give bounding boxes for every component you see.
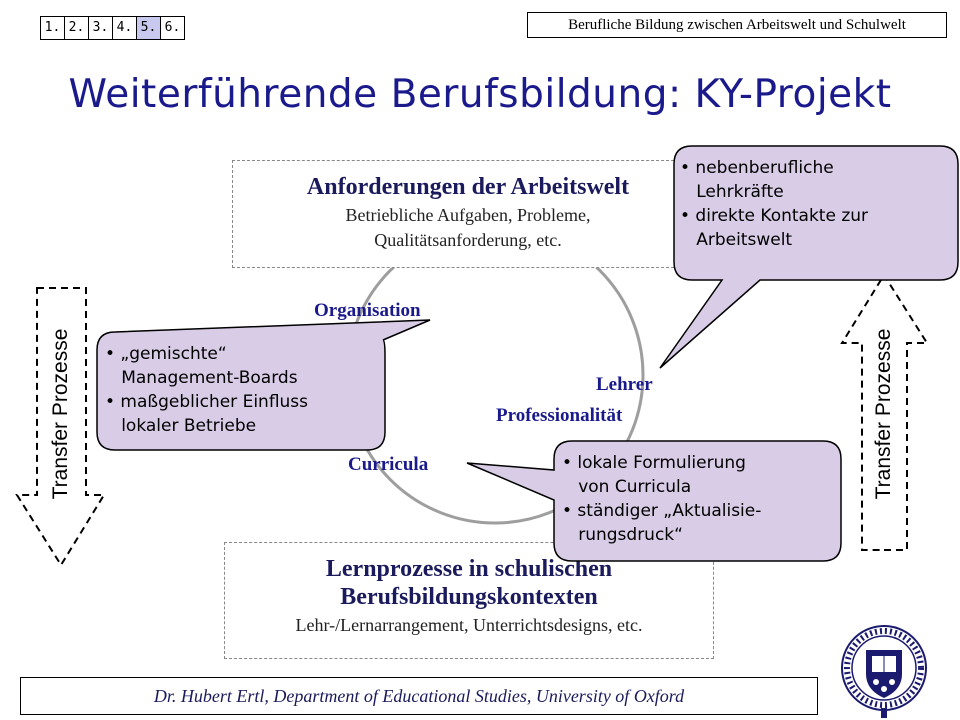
cycle-label-organisation: Organisation bbox=[314, 300, 421, 321]
bubble-right-top: • nebenberufliche Lehrkräfte • direkte K… bbox=[680, 156, 868, 252]
bubble-right-top-line: • direkte Kontakte zur bbox=[680, 206, 869, 226]
bubble-left-line: Management-Boards bbox=[105, 368, 298, 388]
cycle-label-professionalitaet: Professionalität bbox=[496, 405, 623, 426]
bubble-left-shape bbox=[96, 319, 431, 451]
page-title: Weiterführende Berufsbildung: KY-Projekt bbox=[68, 72, 892, 117]
cycle-label-curricula: Curricula bbox=[348, 454, 429, 475]
university-seal-icon bbox=[841, 625, 927, 718]
requirements-line-2: Qualitätsanforderung, etc. bbox=[374, 230, 562, 250]
bubble-left-line: • maßgeblicher Einfluss bbox=[105, 392, 309, 412]
nav-item-6[interactable]: 6. bbox=[164, 20, 181, 35]
transfer-arrow-left bbox=[15, 287, 106, 567]
bubble-left-line: lokaler Betriebe bbox=[105, 416, 257, 436]
bubble-right-top-line: • nebenberufliche bbox=[680, 158, 834, 178]
bubble-right-bottom-shape bbox=[466, 440, 842, 562]
bubble-right-top-line: Lehrkräfte bbox=[680, 182, 784, 202]
footer-credit: Dr. Hubert Ertl, Department of Education… bbox=[20, 677, 818, 715]
bubble-right-bottom-line: rungsdruck“ bbox=[562, 525, 683, 545]
transfer-label-left: Transfer Prozesse bbox=[49, 328, 72, 500]
bubble-right-bottom: • lokale Formulierung von Curricula • st… bbox=[562, 451, 761, 547]
bubble-right-bottom-line: • lokale Formulierung bbox=[562, 453, 746, 473]
requirements-box: Anforderungen der Arbeitswelt Betrieblic… bbox=[232, 160, 704, 268]
requirements-title: Anforderungen der Arbeitswelt bbox=[306, 174, 630, 200]
bubble-right-top-line: Arbeitswelt bbox=[680, 230, 793, 250]
nav-item-1[interactable]: 1. bbox=[41, 17, 65, 39]
nav-item-5[interactable]: 5. bbox=[137, 17, 161, 39]
nav-item-4[interactable]: 4. bbox=[113, 17, 137, 39]
learning-title-2: Berufsbildungskontexten bbox=[340, 584, 598, 610]
nav-item-2[interactable]: 2. bbox=[65, 17, 89, 39]
header-label: Berufliche Bildung zwischen Arbeitswelt … bbox=[527, 12, 947, 38]
learning-line-1: Lehr-/Lernarrangement, Unterrichtsdesign… bbox=[295, 615, 643, 635]
slide-nav: 1. 2. 3. 4. 5. 6. bbox=[40, 16, 185, 40]
bubble-left: • „gemischte“ Management-Boards • maßgeb… bbox=[105, 342, 308, 438]
requirements-line-1: Betriebliche Aufgaben, Probleme, bbox=[345, 205, 591, 225]
transfer-label-right: Transfer Prozesse bbox=[872, 328, 895, 500]
bubble-right-bottom-line: von Curricula bbox=[562, 477, 692, 497]
nav-item-3[interactable]: 3. bbox=[89, 17, 113, 39]
cycle-label-lehrer: Lehrer bbox=[596, 374, 653, 395]
bubble-right-top-shape bbox=[659, 145, 959, 369]
bubble-left-line: • „gemischte“ bbox=[105, 344, 227, 364]
bubble-right-bottom-line: • ständiger „Aktualisie- bbox=[562, 501, 762, 521]
